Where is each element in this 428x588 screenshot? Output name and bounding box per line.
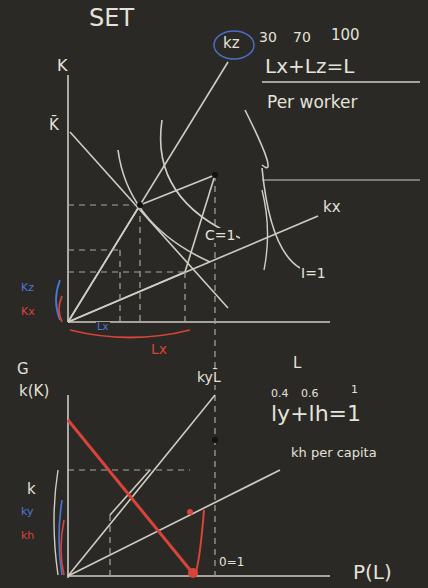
axis-label: k xyxy=(26,482,37,498)
bracket-label: kh xyxy=(20,530,35,542)
axis-label: G xyxy=(16,362,30,378)
bracket-label: Lx xyxy=(150,342,168,357)
curve-label: 0=1 xyxy=(218,556,245,569)
curve-label: C=1 xyxy=(204,228,236,243)
number: 100 xyxy=(330,28,361,44)
axis-label: K̄ xyxy=(48,118,60,134)
bracket-label: Kz xyxy=(20,282,35,294)
axis-label: k(K) xyxy=(18,384,50,400)
axis-label: L xyxy=(292,356,302,372)
exponent: 0.4 xyxy=(270,388,290,400)
equation: ly+lh=1 xyxy=(270,402,362,425)
ray-label: kyL̄ xyxy=(196,370,222,385)
exponent: 1 xyxy=(350,384,359,396)
bracket-label: Kx xyxy=(20,306,36,318)
axis-label: K xyxy=(56,58,69,75)
equation: Lx+Lz=L xyxy=(264,56,355,77)
number: 30 xyxy=(258,30,278,45)
ray-label: kz xyxy=(222,36,241,52)
note: kh per capita xyxy=(290,446,378,460)
bracket-label: ky xyxy=(20,506,35,518)
axis-label: P(L) xyxy=(352,562,393,583)
curve-label: I=1 xyxy=(300,266,327,281)
exponent: 0.6 xyxy=(300,388,320,400)
ray-label: kx xyxy=(322,200,342,216)
diagram-title: SET xyxy=(88,6,135,31)
number: 70 xyxy=(292,30,312,45)
axis-label: Lx xyxy=(96,322,110,333)
note: Per worker xyxy=(266,94,358,112)
